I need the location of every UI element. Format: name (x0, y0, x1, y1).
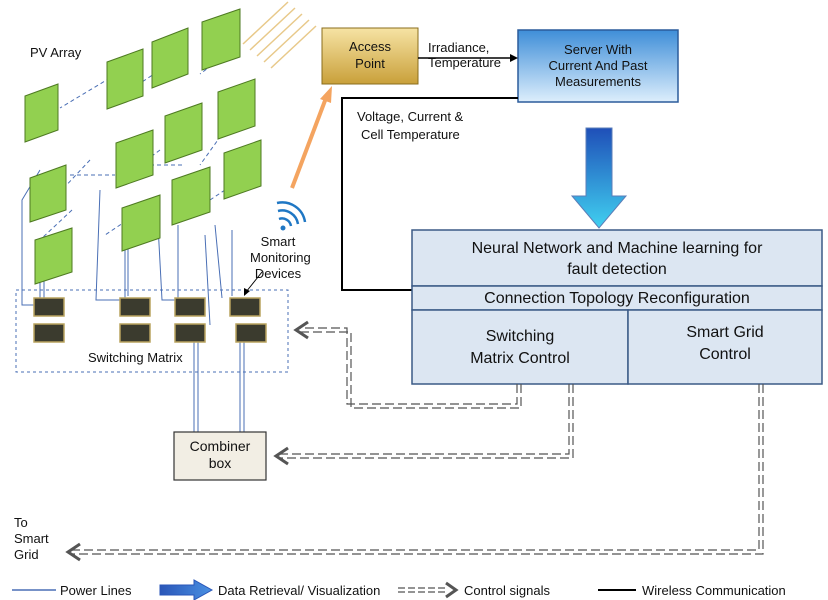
combiner-box (173, 431, 267, 481)
pv-panels (24, 8, 262, 285)
wifi-icon (276, 201, 307, 231)
control-block (411, 229, 823, 385)
pv-panel (217, 78, 256, 140)
legend-control-signal-icon (398, 581, 459, 599)
wireless-link (341, 97, 518, 291)
switch-device (235, 323, 267, 343)
pv-panel (201, 8, 241, 71)
legend-control-signals: Control signals (464, 583, 550, 598)
control-signal-lines (72, 327, 764, 555)
orange-uplink-arrow (290, 97, 328, 189)
switch-device (119, 297, 151, 317)
topology-box (411, 285, 823, 311)
pv-panel (34, 227, 73, 285)
monitoring-pointer (245, 271, 263, 293)
pv-panel (171, 166, 211, 226)
pv-panel (29, 164, 67, 223)
pv-panel (223, 139, 262, 200)
switch-device (174, 297, 206, 317)
switching-matrix-label: Switching Matrix (88, 350, 183, 365)
access-point-label: Access Point (349, 39, 391, 71)
legend-power-lines: Power Lines (60, 583, 132, 598)
smart-grid-label: To Smart Grid (14, 515, 49, 562)
switch-device (33, 323, 65, 343)
switch-device (174, 323, 206, 343)
legend-wireless: Wireless Communication (642, 583, 786, 598)
pv-panel (151, 27, 189, 89)
switching-matrix-frame (15, 289, 289, 373)
sun-rays-icon (242, 1, 317, 69)
server-box (517, 29, 679, 103)
pv-panel (164, 102, 203, 164)
sgc-label: Smart Grid Control (686, 324, 764, 363)
legend-data-retrieval: Data Retrieval/ Visualization (218, 583, 381, 598)
switch-device (229, 297, 261, 317)
control-signal-arrowheads (65, 320, 309, 562)
combiner-label: Combiner box (189, 438, 251, 471)
pv-panel (106, 48, 144, 110)
pv-panel (115, 129, 154, 189)
nn-label: Neural Network and Machine learning for … (471, 240, 763, 278)
switch-device (119, 323, 151, 343)
server-label: Server With Current And Past Measurement… (548, 42, 648, 89)
smc-box (411, 309, 629, 385)
pv-panel (24, 83, 59, 143)
access-point-box (321, 27, 419, 85)
pv-array-label: PV Array (30, 45, 82, 60)
voltage-label: Voltage, Current & Cell Temperature (357, 109, 464, 142)
sgc-box (627, 309, 823, 385)
data-retrieval-arrow (570, 127, 628, 229)
smc-label: Switching Matrix Control (470, 328, 570, 367)
legend-data-arrow-icon (159, 579, 214, 600)
nn-box (411, 229, 823, 287)
switch-device (33, 297, 65, 317)
smart-monitoring-label: Smart Monitoring Devices (250, 234, 311, 281)
switches (33, 297, 267, 343)
topology-label: Connection Topology Reconfiguration (484, 290, 750, 307)
irradiance-label: Irradiance, Temperature (428, 40, 501, 70)
pv-panel (121, 194, 161, 252)
